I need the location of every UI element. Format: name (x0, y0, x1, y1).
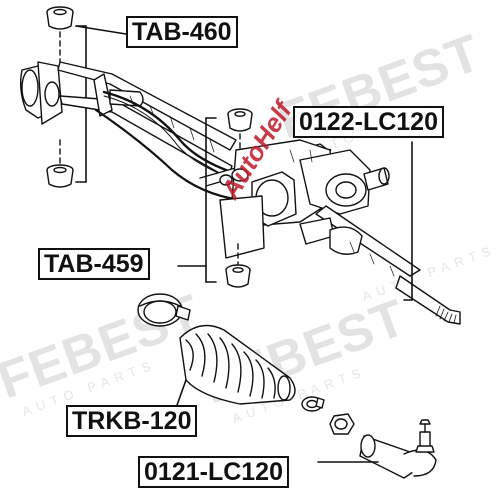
leader-tab459 (177, 117, 217, 283)
tie-rod-end-0121-lc120 (359, 419, 437, 479)
part-label-tab460[interactable]: TAB-460 (126, 16, 238, 48)
bushing-tab460-upper (46, 6, 74, 30)
part-label-0121-lc120[interactable]: 0121-LC120 (138, 456, 289, 488)
rack-boot-trkb120 (179, 324, 296, 405)
guide-lines-tab459 (237, 133, 241, 265)
bushing-tab460-lower (46, 164, 74, 188)
part-label-trkb120[interactable]: TRKB-120 (66, 405, 198, 437)
leader-trkb120 (175, 379, 187, 409)
boot-small-clamp (301, 396, 325, 412)
part-label-0122-lc120[interactable]: 0122-LC120 (293, 106, 444, 138)
boot-clamp-ring (137, 293, 191, 327)
leader-0122-lc120 (403, 141, 413, 301)
steering-rack-housing (19, 61, 461, 325)
bushing-tab459-upper (227, 108, 253, 132)
part-label-tab459[interactable]: TAB-459 (38, 248, 150, 280)
bushing-tab459-lower (225, 264, 251, 288)
lock-nut (329, 413, 355, 435)
